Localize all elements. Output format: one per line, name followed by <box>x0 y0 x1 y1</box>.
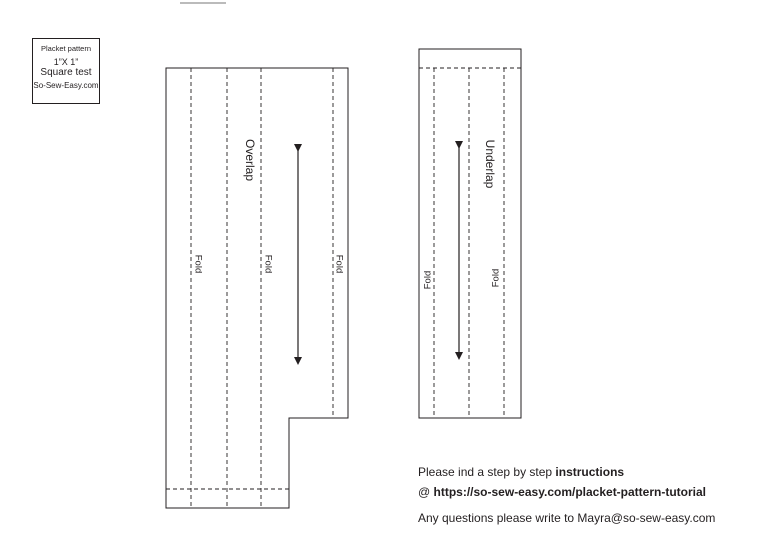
tiny-header-mark <box>180 2 226 4</box>
square-test-label: Square test <box>40 67 92 78</box>
underlap-fold-label: Fold <box>422 270 434 290</box>
tutorial-link[interactable]: https://so-sew-easy.com/placket-pattern-… <box>433 485 707 499</box>
underlap-piece <box>418 48 522 419</box>
square-test-title: Placket pattern <box>40 44 92 53</box>
underlap-label: Underlap <box>483 139 497 189</box>
tutorial-link-prefix: @ <box>418 485 434 499</box>
overlap-fold-label: Fold <box>192 254 204 274</box>
instructions-note: Please ind a step by step instructions <box>418 465 624 479</box>
overlap-fold-label: Fold <box>333 254 345 274</box>
square-test-site: So-Sew-Easy.com <box>33 81 99 90</box>
overlap-piece <box>165 67 349 509</box>
underlap-outline <box>418 48 522 419</box>
overlap-fold-label: Fold <box>262 254 274 274</box>
instructions-bold: instructions <box>555 465 625 479</box>
underlap-fold-label: Fold <box>490 268 502 288</box>
square-test-dimension: 1”X 1” <box>53 57 79 67</box>
overlap-outline <box>165 67 349 509</box>
overlap-label: Overlap <box>243 138 257 182</box>
instructions-prefix: Please ind a step by step <box>418 465 556 479</box>
square-test-box: Placket pattern 1”X 1” Square test So-Se… <box>32 38 100 104</box>
contact-line: Any questions please write to Mayra@so-s… <box>418 511 716 525</box>
tutorial-link-line: @ https://so-sew-easy.com/placket-patter… <box>418 485 706 499</box>
